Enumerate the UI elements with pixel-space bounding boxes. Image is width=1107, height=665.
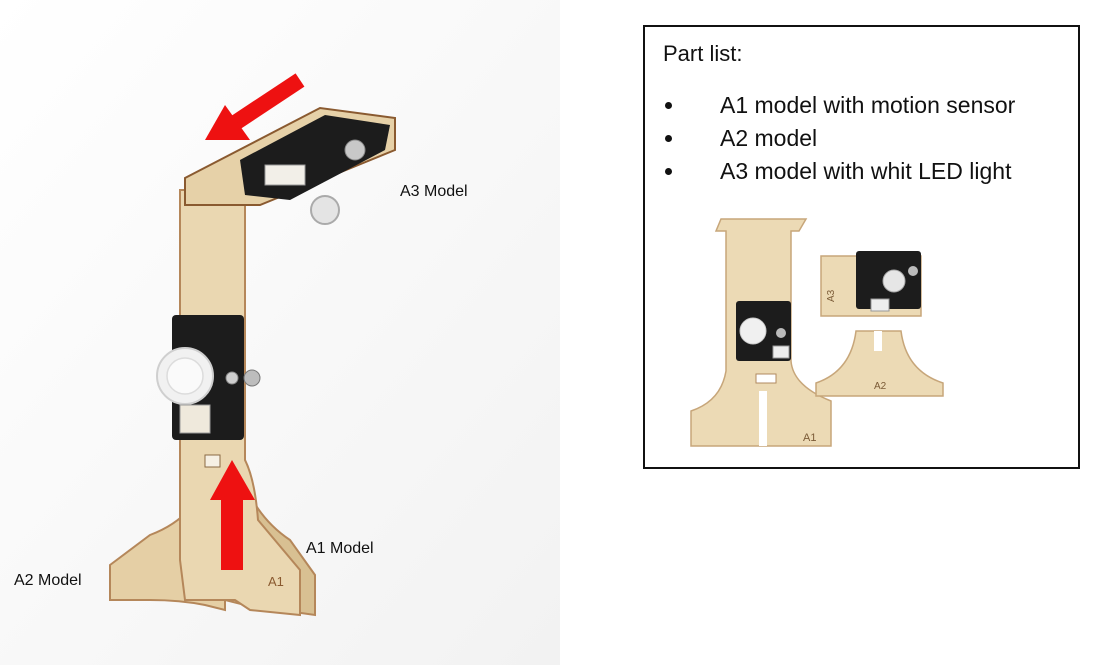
- etched-a1-label: A1: [268, 574, 284, 589]
- part-list-title: Part list:: [663, 41, 743, 66]
- a2-model-label: A2 Model: [14, 572, 82, 589]
- list-item: A2 model: [661, 122, 1015, 155]
- list-item: A3 model with whit LED light: [661, 155, 1015, 188]
- list-item: A1 model with motion sensor: [661, 89, 1015, 122]
- a3-model-label: A3 Model: [400, 183, 468, 200]
- list-item-text: A2 model: [720, 125, 818, 151]
- parts-a3-label: A3: [826, 289, 837, 302]
- parts-photo: A1 A3 A2: [681, 211, 953, 451]
- motion-sensor-board: [156, 315, 261, 440]
- red-arrow-top: [205, 73, 305, 140]
- part-list-box: Part list: A1 model with motion sensor A…: [643, 25, 1080, 469]
- list-item-text: A1 model with motion sensor: [720, 92, 1016, 118]
- parts-a2-label: A2: [874, 381, 887, 392]
- a1-model-label: A1 Model: [306, 540, 374, 557]
- red-arrow-bottom: [210, 460, 255, 570]
- bullet-icon: [665, 168, 672, 175]
- assembled-stand-photo: A1: [0, 0, 560, 665]
- bullet-icon: [665, 102, 672, 109]
- list-item-text: A3 model with whit LED light: [720, 158, 1012, 184]
- parts-a1-label: A1: [803, 432, 816, 444]
- part-list: A1 model with motion sensor A2 model A3 …: [661, 89, 1015, 188]
- a3-top-piece: [184, 106, 396, 225]
- bullet-icon: [665, 135, 672, 142]
